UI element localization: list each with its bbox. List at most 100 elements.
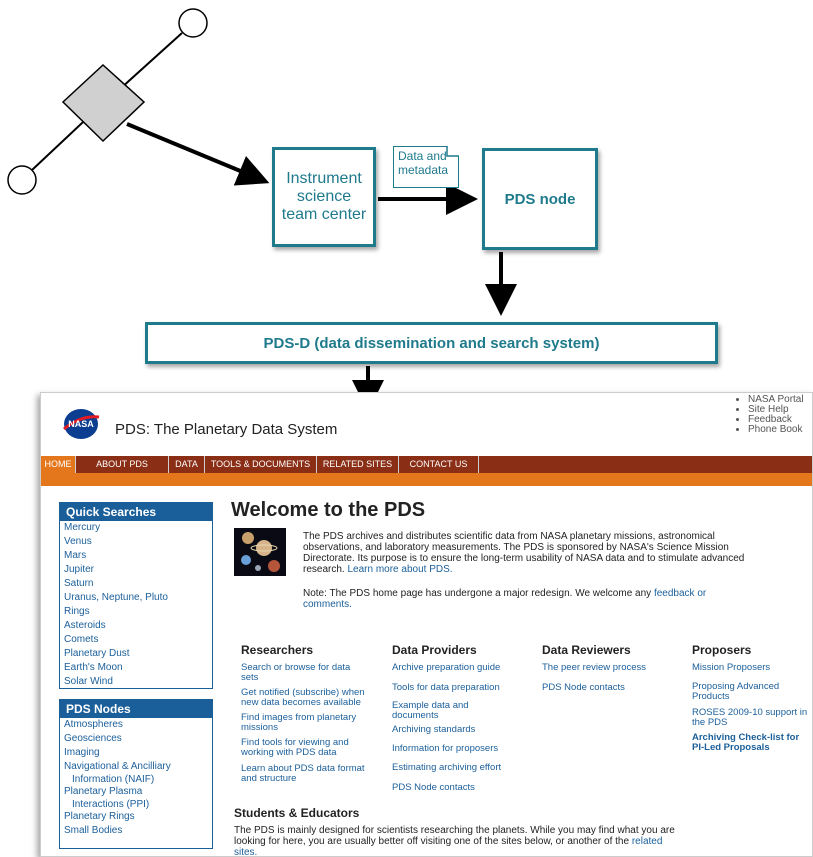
sidebar-item-comets[interactable]: Comets	[64, 634, 99, 645]
sidebar-item-venus[interactable]: Venus	[64, 536, 92, 547]
redesign-note: Note: The PDS home page has undergone a …	[303, 588, 803, 610]
site-header: NASA PDS: The Planetary Data System NASA…	[41, 393, 812, 457]
tab-data[interactable]: DATA	[169, 456, 205, 473]
tab-home[interactable]: HOME	[41, 456, 76, 473]
main-nav: HOME ABOUT PDS DATA TOOLS & DOCUMENTS RE…	[41, 456, 812, 473]
quick-searches-heading: Quick Searches	[60, 503, 212, 521]
students-paragraph: The PDS is mainly designed for scientist…	[234, 825, 804, 857]
nasa-logo: NASA	[63, 409, 100, 439]
intro-paragraph: The PDS archives and distributes scienti…	[303, 531, 803, 575]
note-text: Note: The PDS home page has undergone a …	[303, 588, 654, 599]
tab-tools-documents[interactable]: TOOLS & DOCUMENTS	[205, 456, 317, 473]
nav-filler	[479, 456, 812, 473]
researchers-link-notify[interactable]: Get notified (subscribe) when new data b…	[241, 687, 365, 708]
feedback-or-link[interactable]: feedback or	[653, 588, 707, 599]
sidebar-item-planetary-dust[interactable]: Planetary Dust	[64, 648, 130, 659]
providers-link-effort[interactable]: Estimating archiving effort	[392, 762, 502, 773]
students-line-2-text: looking for here, you are usually better…	[234, 836, 632, 847]
providers-link-contacts[interactable]: PDS Node contacts	[392, 782, 475, 793]
sidebar-item-small-bodies[interactable]: Small Bodies	[64, 825, 123, 836]
sidebar-item-ppi-cont[interactable]: Interactions (PPI)	[72, 799, 150, 810]
intro-line-2: observations, and laboratory measurement…	[303, 542, 729, 553]
sidebar-item-mercury[interactable]: Mercury	[64, 522, 101, 533]
providers-link-example[interactable]: Example data and documents	[392, 700, 469, 721]
intro-line-4: research. Learn more about PDS.	[303, 564, 803, 575]
instrument-diamond	[61, 63, 146, 143]
reviewers-link-contacts[interactable]: PDS Node contacts	[542, 682, 625, 693]
data-metadata-label: Data and metadata	[398, 149, 449, 177]
sidebar-item-solar-wind[interactable]: Solar Wind	[64, 676, 113, 687]
sites-link[interactable]: sites.	[234, 847, 258, 857]
arrow-to-instrument-center	[126, 122, 270, 186]
students-line-2: looking for here, you are usually better…	[234, 836, 804, 847]
researchers-link-search[interactable]: Search or browse for data sets	[241, 662, 351, 683]
data-providers-heading: Data Providers	[392, 643, 477, 657]
site-title: PDS: The Planetary Data System	[115, 421, 338, 438]
proposers-link-mission[interactable]: Mission Proposers	[692, 662, 771, 673]
learn-more-link[interactable]: Learn more about PDS.	[347, 564, 453, 575]
pds-node-label: PDS node	[504, 190, 576, 208]
pds-nodes-panel: PDS Nodes Atmospheres Geosciences Imagin…	[59, 699, 213, 849]
related-link[interactable]: related	[631, 836, 663, 847]
planets-image	[234, 528, 286, 576]
pds-d-box: PDS-D (data dissemination and search sys…	[145, 322, 718, 364]
proposers-link-advanced[interactable]: Proposing Advanced Products	[692, 681, 780, 702]
proposers-link-roses[interactable]: ROSES 2009-10 support in the PDS	[692, 707, 808, 728]
sidebar-item-jupiter[interactable]: Jupiter	[64, 564, 95, 575]
orange-bar	[41, 473, 812, 486]
sidebar-item-naif-cont[interactable]: Information (NAIF)	[72, 774, 155, 785]
sidebar-item-earths-moon[interactable]: Earth's Moon	[64, 662, 123, 673]
tab-contact-us[interactable]: CONTACT US	[399, 456, 479, 473]
researchers-link-images[interactable]: Find images from planetary missions	[241, 712, 357, 733]
reviewers-link-process[interactable]: The peer review process	[542, 662, 647, 673]
sidebar-item-geosciences[interactable]: Geosciences	[64, 733, 122, 744]
tab-related-sites[interactable]: RELATED SITES	[317, 456, 399, 473]
note-line-1: Note: The PDS home page has undergone a …	[303, 588, 803, 599]
site-help-link[interactable]: Site Help	[748, 405, 804, 415]
instrument-science-center-label: Instrument science team center	[281, 170, 367, 223]
intro-line-3: Directorate. Its purpose is to ensure th…	[303, 553, 745, 564]
sidebar-item-uranus-neptune-pluto[interactable]: Uranus, Neptune, Pluto	[64, 592, 168, 603]
pds-website-screenshot: NASA PDS: The Planetary Data System NASA…	[40, 392, 813, 857]
nasa-portal-link[interactable]: NASA Portal	[748, 395, 804, 405]
welcome-heading: Welcome to the PDS	[231, 499, 426, 521]
providers-link-tools[interactable]: Tools for data preparation	[392, 682, 500, 693]
feedback-link[interactable]: Feedback	[748, 415, 804, 425]
students-heading: Students & Educators	[234, 806, 360, 820]
sidebar-item-saturn[interactable]: Saturn	[64, 578, 94, 589]
providers-link-guide[interactable]: Archive preparation guide	[392, 662, 501, 673]
instrument-node-bottom	[7, 165, 37, 195]
sidebar-item-rings[interactable]: Rings	[64, 606, 90, 617]
sidebar-item-imaging[interactable]: Imaging	[64, 747, 100, 758]
researchers-link-tools[interactable]: Find tools for viewing and working with …	[241, 737, 349, 758]
instrument-science-center-box: Instrument science team center	[272, 147, 376, 247]
data-reviewers-heading: Data Reviewers	[542, 643, 631, 657]
sidebar-item-naif[interactable]: Navigational & Ancilliary	[64, 761, 171, 772]
intro-line-4-text: research.	[303, 564, 348, 575]
pds-node-box: PDS node	[482, 148, 598, 250]
sidebar-item-ppi[interactable]: Planetary Plasma	[64, 786, 143, 797]
researchers-link-format[interactable]: Learn about PDS data format and structur…	[241, 763, 365, 784]
document-fold-icon	[446, 146, 459, 157]
utility-links: NASA Portal Site Help Feedback Phone Boo…	[736, 395, 804, 435]
comments-link[interactable]: comments.	[303, 599, 352, 610]
providers-link-standards[interactable]: Archiving standards	[392, 724, 476, 735]
pds-nodes-heading: PDS Nodes	[60, 700, 212, 718]
proposers-link-checklist[interactable]: Archiving Check-list for PI-Led Proposal…	[692, 732, 800, 753]
sidebar-item-asteroids[interactable]: Asteroids	[64, 620, 106, 631]
researchers-heading: Researchers	[241, 643, 314, 657]
students-line-1: The PDS is mainly designed for scientist…	[234, 825, 675, 836]
data-metadata-document: Data and metadata	[393, 146, 459, 188]
svg-text:NASA: NASA	[68, 419, 94, 429]
phone-book-link[interactable]: Phone Book	[748, 425, 804, 435]
proposers-heading: Proposers	[692, 643, 752, 657]
pds-d-label: PDS-D (data dissemination and search sys…	[263, 334, 600, 352]
quick-searches-panel: Quick Searches Mercury Venus Mars Jupite…	[59, 502, 213, 689]
tab-about-pds[interactable]: ABOUT PDS	[76, 456, 169, 473]
intro-line-1: The PDS archives and distributes scienti…	[303, 531, 715, 542]
instrument-node-top	[178, 8, 208, 38]
sidebar-item-planetary-rings[interactable]: Planetary Rings	[64, 811, 135, 822]
sidebar-item-atmospheres[interactable]: Atmospheres	[64, 719, 123, 730]
providers-link-proposers-info[interactable]: Information for proposers	[392, 743, 499, 754]
sidebar-item-mars[interactable]: Mars	[64, 550, 87, 561]
